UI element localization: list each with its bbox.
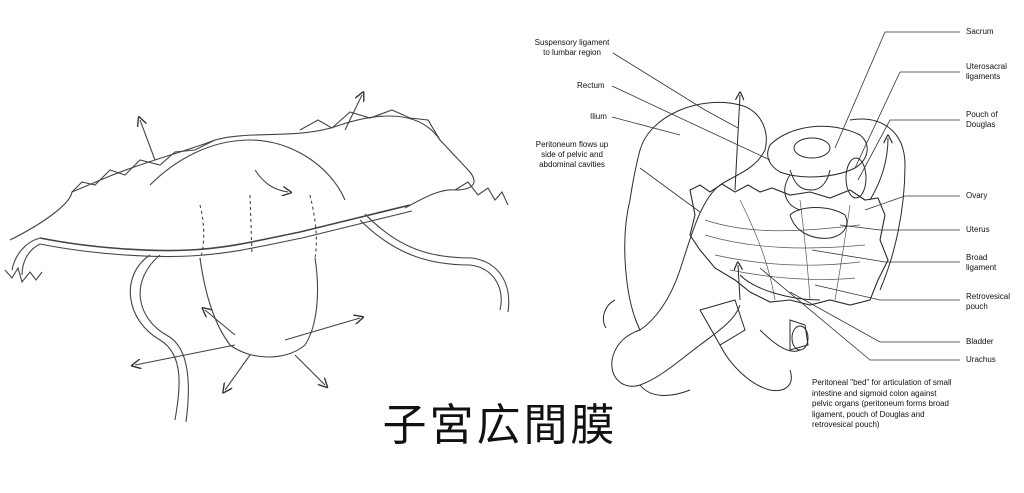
- label-ovary: Ovary: [966, 191, 988, 200]
- arrow-center: [254, 169, 288, 192]
- left-schematic: [4, 95, 510, 423]
- arrow-up-right: [344, 95, 362, 131]
- arrow-low-right: [284, 318, 360, 341]
- leg-lower: [719, 329, 801, 392]
- uterus-hump: [149, 139, 346, 201]
- leader-lines: [611, 31, 960, 361]
- label-uterosacral-ligaments: Uterosacral ligaments: [966, 62, 1007, 81]
- peritoneum-sheet: [689, 183, 889, 306]
- label-urachus: Urachus: [966, 355, 996, 364]
- arrow-suspensory: [734, 95, 740, 191]
- sacrum-shape: [767, 125, 868, 178]
- pubis-lower: [602, 299, 691, 396]
- arrow-bladder-up: [738, 265, 740, 301]
- membrane-jagged-left: [71, 139, 216, 193]
- arrow-right-up: [869, 138, 888, 201]
- membrane-lower-edge: [39, 204, 411, 252]
- uterus-shape: [789, 207, 848, 239]
- arrow-up-left: [140, 120, 156, 161]
- label-suspensory-ligament: Suspensory ligament to lumbar region: [534, 38, 610, 57]
- label-uterus: Uterus: [966, 225, 990, 234]
- label-bladder: Bladder: [966, 337, 994, 346]
- uterus-body: [199, 257, 319, 358]
- membrane-jagged-right: [299, 109, 441, 141]
- caption-title: 子宮広間膜: [382, 400, 618, 451]
- sacrum-canal: [793, 137, 831, 159]
- bladder-shape: [739, 274, 821, 301]
- ligament-left: [129, 254, 189, 423]
- membrane-upper: [9, 115, 475, 241]
- label-retrovesical-pouch: Retrovesical pouch: [966, 292, 1011, 311]
- membrane-lower-edge-2: [39, 210, 413, 258]
- sacral-segment: [845, 157, 867, 199]
- ilium-right: [849, 118, 906, 291]
- label-peritoneum-flows: Peritoneum flows up side of pelvic and a…: [535, 140, 609, 169]
- left-fimbria: [4, 266, 43, 284]
- sheet-lines: [704, 199, 866, 301]
- right-fimbria: [454, 181, 509, 206]
- dashed-internal: [199, 194, 317, 261]
- label-rectum: Rectum: [577, 81, 605, 90]
- label-ilium: Ilium: [590, 112, 607, 121]
- femur-head: [791, 325, 809, 351]
- arrow-down-right: [294, 354, 325, 385]
- ligament-right: [359, 213, 510, 313]
- label-sacrum: Sacrum: [966, 27, 994, 36]
- label-peritoneal-bed-note: Peritoneal "bed" for articulation of sma…: [812, 378, 952, 429]
- label-pouch-of-douglas: Pouch of Douglas: [966, 110, 998, 129]
- ilium-shape: [624, 101, 767, 331]
- label-broad-ligament: Broad ligament: [966, 253, 997, 272]
- left-tube: [11, 237, 41, 276]
- femur-left: [699, 299, 746, 346]
- arrow-down-left: [225, 354, 251, 390]
- arrow-low-left: [135, 344, 236, 365]
- arrow-low-left2: [205, 310, 236, 336]
- right-anatomy: [602, 31, 960, 396]
- rectum-shape: [784, 169, 831, 211]
- femur-right: [789, 319, 809, 351]
